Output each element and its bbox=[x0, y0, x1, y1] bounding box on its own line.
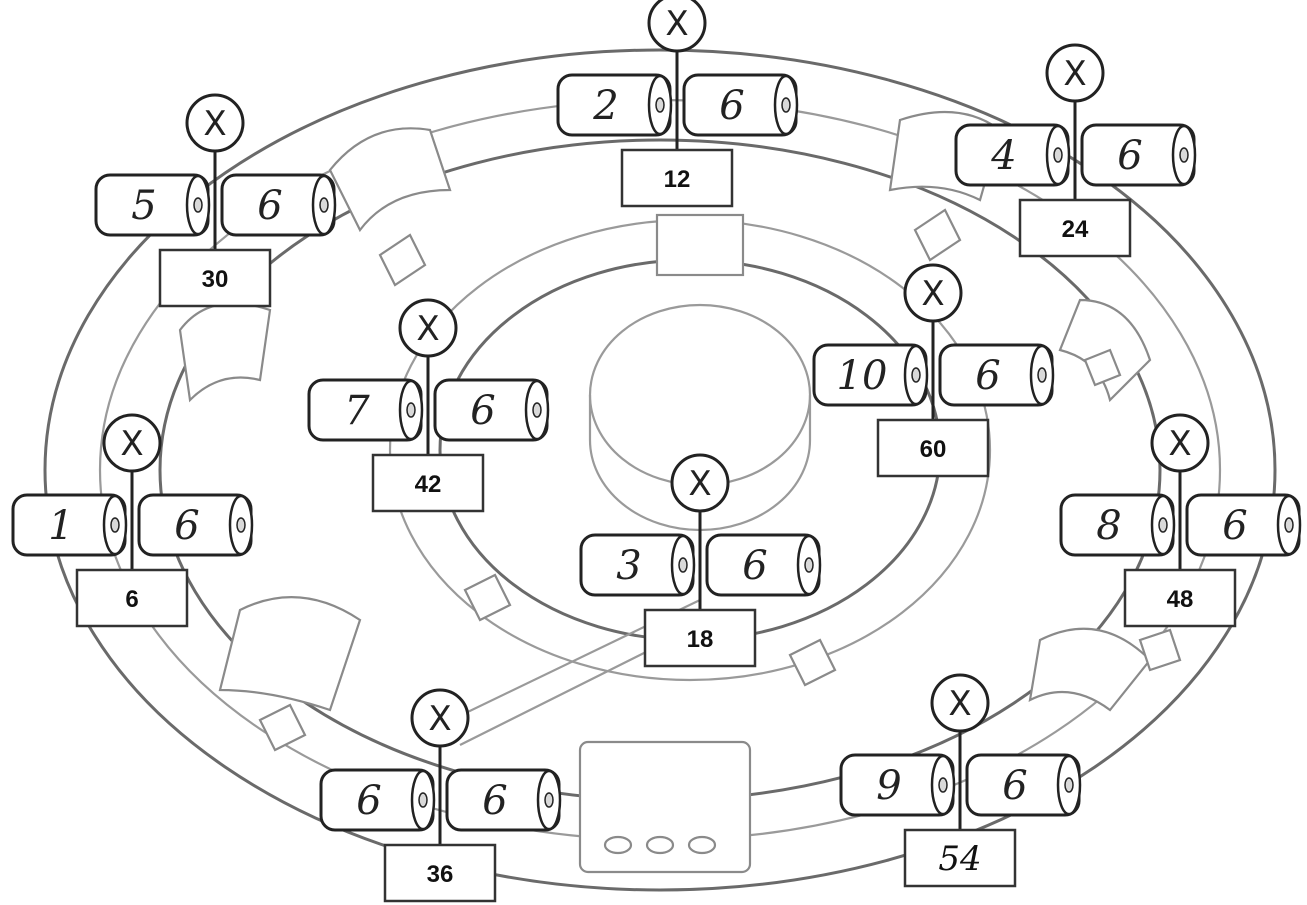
multiply-sign-icon: X bbox=[104, 415, 160, 471]
operator-label: X bbox=[921, 274, 944, 314]
unit-u2: X 2 6 12 bbox=[558, 0, 797, 206]
multiply-sign-icon: X bbox=[400, 300, 456, 356]
right-factor-drum: 6 bbox=[1082, 125, 1195, 185]
multiply-sign-icon: X bbox=[187, 95, 243, 151]
right-factor-drum: 6 bbox=[684, 75, 797, 135]
right-factor: 6 bbox=[257, 183, 282, 229]
right-factor: 6 bbox=[174, 503, 199, 549]
multiply-sign-icon: X bbox=[672, 455, 728, 511]
left-factor: 4 bbox=[990, 133, 1016, 179]
unit-u8: X 8 6 48 bbox=[1061, 415, 1300, 626]
left-factor-drum: 10 bbox=[814, 345, 927, 405]
right-factor-drum: 6 bbox=[707, 535, 820, 595]
unit-u1: X 1 6 6 bbox=[13, 415, 252, 626]
unit-u3: X 3 6 18 bbox=[581, 455, 820, 666]
operator-label: X bbox=[688, 464, 711, 504]
left-factor: 5 bbox=[131, 183, 156, 229]
right-factor: 6 bbox=[482, 778, 507, 824]
left-factor-drum: 8 bbox=[1061, 495, 1174, 555]
left-factor: 1 bbox=[48, 503, 73, 549]
product-box: 12 bbox=[622, 150, 732, 206]
multiply-sign-icon: X bbox=[905, 265, 961, 321]
left-factor-drum: 7 bbox=[309, 380, 422, 440]
multiply-sign-icon: X bbox=[1047, 45, 1103, 101]
product-value: 6 bbox=[125, 586, 138, 613]
product-value: 36 bbox=[427, 861, 454, 888]
left-factor-drum: 6 bbox=[321, 770, 434, 830]
product-box: 30 bbox=[160, 250, 270, 306]
left-factor-drum: 5 bbox=[96, 175, 209, 235]
product-value: 60 bbox=[920, 436, 947, 463]
unit-u5: X 5 6 30 bbox=[96, 95, 335, 306]
multiply-sign-icon: X bbox=[1152, 415, 1208, 471]
operator-label: X bbox=[120, 424, 143, 464]
product-value: 24 bbox=[1062, 216, 1089, 243]
product-value: 48 bbox=[1167, 586, 1194, 613]
right-factor-drum: 6 bbox=[940, 345, 1053, 405]
multiply-sign-icon: X bbox=[412, 690, 468, 746]
left-factor-drum: 4 bbox=[956, 125, 1069, 185]
left-factor: 9 bbox=[876, 763, 901, 809]
right-factor: 6 bbox=[719, 83, 744, 129]
right-factor-drum: 6 bbox=[222, 175, 335, 235]
product-value: 54 bbox=[938, 839, 981, 879]
product-box: 54 bbox=[905, 830, 1015, 886]
product-box: 48 bbox=[1125, 570, 1235, 626]
operator-label: X bbox=[1168, 424, 1191, 464]
right-factor-drum: 6 bbox=[1187, 495, 1300, 555]
right-factor: 6 bbox=[975, 353, 1000, 399]
operator-label: X bbox=[203, 104, 226, 144]
left-factor: 8 bbox=[1096, 503, 1121, 549]
left-factor-drum: 2 bbox=[558, 75, 671, 135]
left-factor: 10 bbox=[837, 353, 888, 399]
unit-u10: X 10 6 60 bbox=[814, 265, 1053, 476]
operator-label: X bbox=[1063, 54, 1086, 94]
multiply-sign-icon: X bbox=[649, 0, 705, 51]
product-box: 18 bbox=[645, 610, 755, 666]
product-value: 30 bbox=[202, 266, 229, 293]
operator-label: X bbox=[665, 4, 688, 44]
right-factor-drum: 6 bbox=[447, 770, 560, 830]
right-factor-drum: 6 bbox=[967, 755, 1080, 815]
unit-u7: X 7 6 42 bbox=[309, 300, 548, 511]
multiply-sign-icon: X bbox=[932, 675, 988, 731]
right-factor: 6 bbox=[470, 388, 495, 434]
product-value: 42 bbox=[415, 471, 442, 498]
right-factor: 6 bbox=[1222, 503, 1247, 549]
left-factor-drum: 1 bbox=[13, 495, 126, 555]
right-factor-drum: 6 bbox=[139, 495, 252, 555]
product-box: 36 bbox=[385, 845, 495, 901]
right-factor: 6 bbox=[1002, 763, 1027, 809]
left-factor: 6 bbox=[356, 778, 381, 824]
product-box: 60 bbox=[878, 420, 988, 476]
operator-label: X bbox=[428, 699, 451, 739]
product-value: 18 bbox=[687, 626, 714, 653]
product-box: 42 bbox=[373, 455, 483, 511]
left-factor: 3 bbox=[616, 543, 641, 589]
right-factor: 6 bbox=[1117, 133, 1142, 179]
left-factor: 7 bbox=[344, 388, 370, 434]
left-factor-drum: 3 bbox=[581, 535, 694, 595]
operator-label: X bbox=[948, 684, 971, 724]
product-box: 6 bbox=[77, 570, 187, 626]
product-value: 12 bbox=[664, 166, 691, 193]
product-box: 24 bbox=[1020, 200, 1130, 256]
unit-u9: X 9 6 54 bbox=[841, 675, 1080, 886]
right-factor: 6 bbox=[742, 543, 767, 589]
operator-label: X bbox=[416, 309, 439, 349]
left-factor: 2 bbox=[592, 83, 618, 129]
left-factor-drum: 9 bbox=[841, 755, 954, 815]
right-factor-drum: 6 bbox=[435, 380, 548, 440]
